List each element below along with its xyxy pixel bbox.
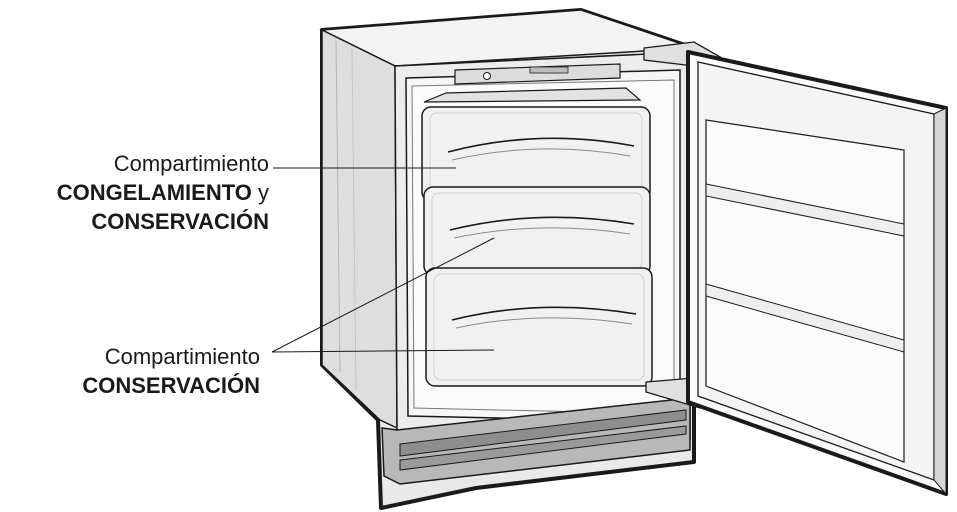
drawer-bottom bbox=[425, 267, 653, 387]
label-storage-compartment: Compartimiento CONSERVACIÓN bbox=[82, 342, 260, 400]
label-bottom-line2-bold: CONSERVACIÓN bbox=[82, 373, 260, 398]
thermostat-knob-icon bbox=[483, 72, 491, 80]
label-top-line2-bold: CONGELAMIENTO bbox=[56, 180, 252, 205]
indicator-light-icon bbox=[529, 66, 569, 74]
kick-plate bbox=[381, 397, 691, 485]
control-panel bbox=[454, 63, 621, 85]
drawer-middle bbox=[423, 186, 651, 276]
leader-lines bbox=[271, 167, 495, 353]
label-top-line3-bold: CONSERVACIÓN bbox=[91, 209, 269, 234]
label-bottom-line1: Compartimiento bbox=[104, 344, 260, 369]
label-freezing-and-storage-compartment: Compartimiento CONGELAMIENTO y CONSERVAC… bbox=[57, 149, 269, 236]
label-top-line2-tail: y bbox=[258, 180, 269, 205]
door-open bbox=[686, 50, 948, 496]
label-top-line1: Compartimiento bbox=[113, 151, 269, 176]
